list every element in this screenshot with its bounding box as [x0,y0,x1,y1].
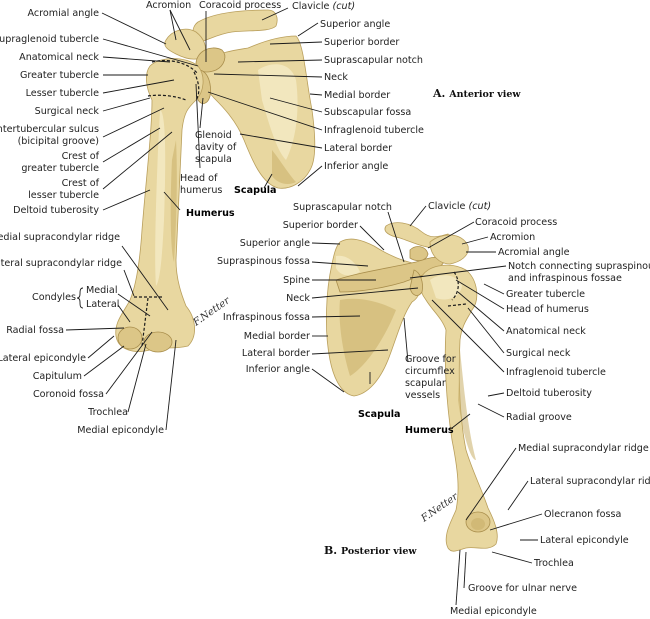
label-capitulum: Capitulum [33,371,82,382]
label-condyle-medial: Medial [86,285,117,296]
posterior-coracoid [409,246,429,262]
label-superior-border-anterior: Superior border [324,37,399,48]
label-groove-circumflex-2: circumflex [405,366,455,377]
anterior-clavicle [192,9,278,43]
label-notch-connecting-2: and infraspinous fossae [508,273,622,284]
label-lateral-supracondylar-ridge-anterior: Lateral supracondylar ridge [0,258,122,269]
label-coracoid-process-anterior: Coracoid process [199,0,281,11]
posterior-glenoid [409,269,423,296]
label-subscapular-fossa: Subscapular fossa [324,107,411,118]
label-lateral-epicondyle-anterior: Lateral epicondyle [0,353,86,364]
label-medial-border-posterior: Medial border [244,331,310,342]
label-scapula-anterior: Scapula [234,185,277,196]
label-bicipital-groove: (bicipital groove) [18,136,99,147]
anterior-leader-lines [65,7,323,431]
label-acromial-angle-posterior: Acromial angle [498,247,570,258]
label-deltoid-tuberosity-posterior: Deltoid tuberosity [506,388,592,399]
label-supraglenoid-tubercle: Supraglenoid tubercle [0,34,99,45]
label-infraspinous-fossa: Infraspinous fossa [223,312,310,323]
label-condyles: Condyles [32,292,76,303]
label-anatomical-neck-posterior: Anatomical neck [506,326,586,337]
label-spine: Spine [283,275,310,286]
label-crest-lesser-1: Crest of [62,178,100,189]
label-acromion-anterior: Acromion [146,0,191,11]
label-condyle-lateral: Lateral [86,299,119,310]
label-humerus-anterior: Humerus [186,208,235,219]
condyles-brace [76,287,84,309]
label-crest-greater-2: greater tubercle [21,163,99,174]
label-lesser-tubercle: Lesser tubercle [26,88,99,99]
label-trochlea-posterior: Trochlea [533,558,574,569]
posterior-labels: Suprascapular notch Superior border Supe… [217,201,650,617]
label-superior-angle-posterior: Superior angle [240,238,310,249]
label-groove-ulnar-nerve: Groove for ulnar nerve [468,583,577,594]
label-glenoid-3: scapula [195,154,232,165]
label-anatomical-neck: Anatomical neck [19,52,99,63]
anterior-capitulum [117,326,143,350]
posterior-humerus [419,264,498,552]
posterior-view-title: B. Posterior view [324,544,417,557]
label-infraglenoid-tubercle-posterior: Infraglenoid tubercle [506,367,606,378]
posterior-leader-lines [311,205,543,606]
label-clavicle-anterior: Clavicle (cut) [292,1,355,12]
label-crest-lesser-2: lesser tubercle [28,190,99,201]
label-notch-connecting-1: Notch connecting supraspinous [508,261,650,272]
label-inferior-angle-anterior: Inferior angle [324,161,388,172]
label-medial-supracondylar-ridge-anterior: Medial supracondylar ridge [0,232,120,243]
label-medial-epicondyle-posterior: Medial epicondyle [450,606,537,617]
label-lateral-border-anterior: Lateral border [324,143,392,154]
label-groove-circumflex-1: Groove for [405,354,456,365]
label-glenoid-2: cavity of [195,142,237,153]
label-suprascapular-notch-anterior: Suprascapular notch [324,55,423,66]
label-intertubercular-sulcus: Intertubercular sulcus [0,124,99,135]
label-superior-angle-anterior: Superior angle [320,19,390,30]
posterior-bones [325,222,498,552]
label-lateral-border-posterior: Lateral border [242,348,310,359]
label-radial-groove: Radial groove [506,412,572,423]
anterior-view-title: A. Anterior view [432,87,521,100]
label-medial-supracondylar-ridge-posterior: Medial supracondylar ridge [518,443,649,454]
label-greater-tubercle: Greater tubercle [20,70,99,81]
label-inferior-angle-posterior: Inferior angle [246,364,310,375]
label-lateral-supracondylar-ridge-posterior: Lateral supracondylar ridge [530,476,650,487]
label-superior-border-posterior: Superior border [283,220,358,231]
label-neck-anterior: Neck [324,72,348,83]
label-humerus-posterior: Humerus [405,425,454,436]
anterior-labels: Acromion Coracoid process Clavicle (cut)… [0,0,521,436]
label-trochlea-anterior: Trochlea [87,407,128,418]
label-head-humerus-posterior: Head of humerus [506,304,589,315]
label-suprascapular-notch-posterior: Suprascapular notch [293,202,392,213]
label-head-humerus-1: Head of [180,173,218,184]
label-acromial-angle: Acromial angle [28,8,100,19]
label-deltoid-tuberosity-anterior: Deltoid tuberosity [13,205,99,216]
label-acromion-posterior: Acromion [490,232,535,243]
label-groove-circumflex-4: vessels [405,390,440,401]
label-medial-border-anterior: Medial border [324,90,390,101]
label-clavicle-posterior: Clavicle (cut) [428,201,491,212]
label-neck-posterior: Neck [286,293,310,304]
label-greater-tubercle-posterior: Greater tubercle [506,289,585,300]
label-medial-epicondyle-anterior: Medial epicondyle [77,425,164,436]
label-crest-greater-1: Crest of [62,151,100,162]
label-groove-circumflex-3: scapular [405,378,446,389]
label-head-humerus-2: humerus [180,185,222,196]
label-scapula-posterior: Scapula [358,409,401,420]
anterior-trochlea [143,331,173,353]
label-coronoid-fossa: Coronoid fossa [33,389,104,400]
label-surgical-neck-posterior: Surgical neck [506,348,571,359]
label-radial-fossa: Radial fossa [6,325,64,336]
label-lateral-epicondyle-posterior: Lateral epicondyle [540,535,629,546]
label-coracoid-process-posterior: Coracoid process [475,217,557,228]
label-olecranon-fossa: Olecranon fossa [544,509,621,520]
label-surgical-neck: Surgical neck [35,106,100,117]
label-glenoid-1: Glenoid [195,130,232,141]
label-supraspinous-fossa: Supraspinous fossa [217,256,310,267]
label-infraglenoid-tubercle-anterior: Infraglenoid tubercle [324,125,424,136]
